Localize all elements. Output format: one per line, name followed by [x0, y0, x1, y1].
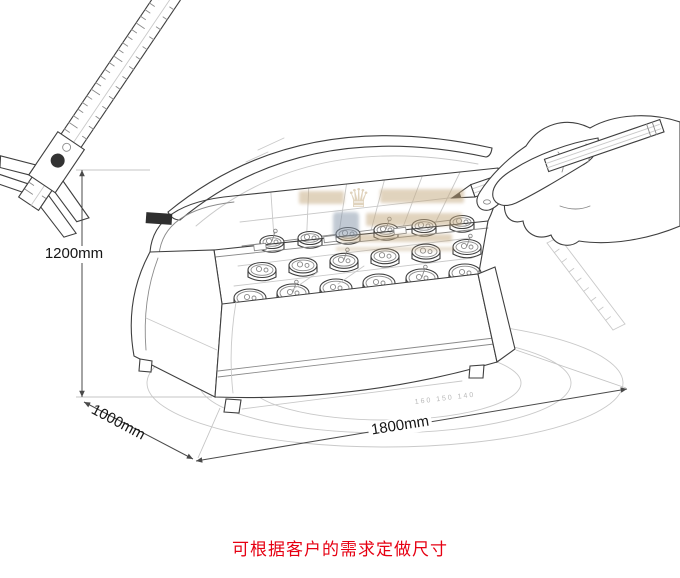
height-dimension-label: 1200mm	[36, 245, 112, 263]
watermark-seal	[333, 212, 359, 237]
display-cabinet-illustration	[130, 135, 516, 414]
brand-plate	[145, 212, 173, 225]
pencil-upper-shaft	[543, 118, 665, 173]
left-end-panel	[130, 212, 223, 398]
price-tag	[393, 226, 407, 236]
cabinet-body	[214, 266, 516, 410]
cabinet-back-wall	[233, 168, 498, 246]
watermark-text-blur	[299, 189, 464, 251]
ruler-tick-marks	[553, 248, 611, 321]
caliper-scale-ticks	[23, 0, 182, 200]
caption-text: 可根据客户的需求定做尺寸	[232, 540, 448, 559]
price-tag	[253, 242, 267, 252]
watermark: ♛	[299, 183, 464, 251]
caliper-icon	[0, 0, 190, 238]
caliper-fixed-jaw	[0, 171, 29, 193]
dimension-height-line	[76, 169, 212, 398]
ground-scale-numbers: 160 150 140	[414, 392, 475, 406]
caliper-thumb-wheel	[50, 153, 65, 168]
fingernail-detail	[483, 199, 491, 205]
price-tag	[323, 234, 337, 244]
dimension-depth-line	[83, 401, 194, 460]
crown-icon: ♛	[347, 183, 370, 213]
open-glass-lid	[167, 135, 493, 227]
ruler-illustration	[546, 236, 626, 331]
